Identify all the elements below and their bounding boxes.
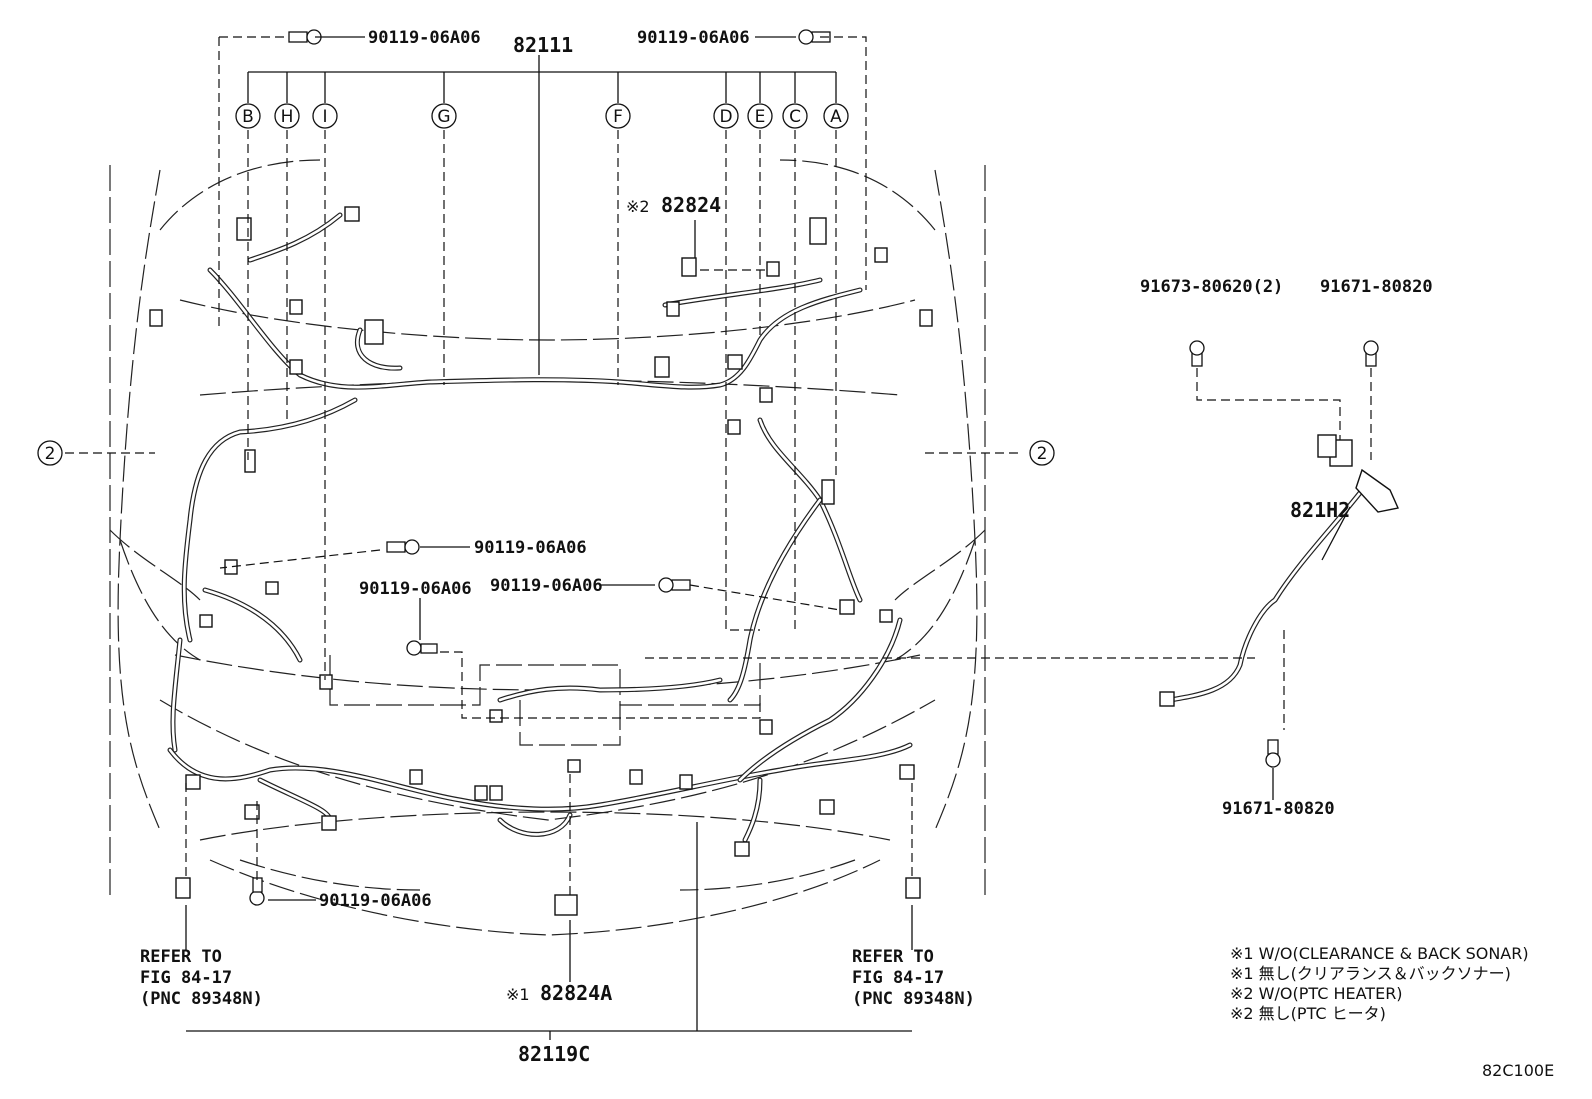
part-label-821h2: 821H2	[1290, 498, 1350, 522]
harness-821h2-side	[1159, 439, 1399, 707]
footnote-2-ja: ※2 無し(PTC ヒータ)	[1230, 1004, 1386, 1023]
svg-text:G: G	[437, 107, 450, 127]
sonar-mark: ※1	[506, 985, 530, 1004]
bolt-icon	[406, 640, 438, 656]
refer-right-line2: FIG 84-17	[852, 968, 944, 988]
callout-c: C	[782, 103, 808, 129]
ptc-mark: ※2	[626, 197, 650, 216]
clip-icon	[1363, 340, 1379, 367]
svg-text:E: E	[755, 107, 766, 127]
footnotes: ※1 W/O(CLEARANCE & BACK SONAR) ※1 無し(クリア…	[1230, 944, 1554, 1080]
svg-text:I: I	[322, 107, 327, 127]
bolt-icon	[288, 29, 322, 45]
part-label-82111: 82111	[513, 33, 573, 57]
part-label-bolt-bottom: 90119-06A06	[319, 891, 432, 911]
refer-right-line1: REFER TO	[852, 947, 934, 967]
refer-right-line3: (PNC 89348N)	[852, 989, 975, 1009]
callout-f: F	[605, 103, 631, 129]
part-labels: 82111 90119-06A06 90119-06A06 ※2 82824 9…	[140, 28, 1433, 1066]
part-label-bolt-mid-3: 90119-06A06	[490, 576, 603, 596]
part-label-clip-2: 91671-80820	[1320, 277, 1433, 297]
footnote-2: ※2 W/O(PTC HEATER)	[1230, 984, 1403, 1003]
vehicle-body-outline	[109, 159, 986, 936]
ref-marker-left: 2	[37, 440, 63, 466]
harness-connectors	[149, 206, 1337, 916]
clip-icon	[1189, 340, 1205, 367]
bolt-icon	[658, 577, 691, 593]
part-label-82824: 82824	[661, 193, 721, 217]
harness-82111-bundle	[181, 212, 863, 703]
clip-icon	[1265, 739, 1281, 768]
svg-text:F: F	[613, 107, 623, 127]
callout-h: H	[274, 103, 300, 129]
callout-circles: B H I G F D E C	[37, 103, 1055, 466]
footnote-1-ja: ※1 無し(クリアランス＆バックソナー)	[1230, 964, 1511, 983]
refer-left-line1: REFER TO	[140, 947, 222, 967]
part-label-bolt-mid-2: 90119-06A06	[359, 579, 472, 599]
refer-left-line3: (PNC 89348N)	[140, 989, 263, 1009]
svg-text:H: H	[281, 107, 294, 127]
callout-i: I	[312, 103, 338, 129]
callout-g: G	[431, 103, 457, 129]
part-label-bolt-top-right: 90119-06A06	[637, 28, 750, 48]
leader-lines	[65, 36, 1372, 1040]
part-label-82824a: 82824A	[540, 981, 612, 1005]
svg-text:2: 2	[45, 444, 56, 464]
figure-code: 82C100E	[1482, 1061, 1554, 1080]
harness-82119c-bundle	[167, 617, 913, 843]
part-label-clip-3: 91671-80820	[1222, 799, 1335, 819]
part-label-clip-1: 91673-80620(2)	[1140, 277, 1283, 297]
svg-text:2: 2	[1037, 444, 1048, 464]
svg-text:D: D	[719, 107, 732, 127]
part-label-bolt-mid-1: 90119-06A06	[474, 538, 587, 558]
callout-b: B	[235, 103, 261, 129]
part-label-82119c: 82119C	[518, 1042, 590, 1066]
svg-text:A: A	[830, 107, 842, 127]
callout-a: A	[823, 103, 849, 129]
bolt-icon	[249, 877, 265, 906]
svg-text:B: B	[242, 107, 254, 127]
bolt-icon	[386, 539, 420, 555]
svg-text:C: C	[789, 107, 801, 127]
footnote-1: ※1 W/O(CLEARANCE & BACK SONAR)	[1230, 944, 1529, 963]
part-label-bolt-top-left: 90119-06A06	[368, 28, 481, 48]
refer-left-line2: FIG 84-17	[140, 968, 232, 988]
ref-marker-right: 2	[1029, 440, 1055, 466]
callout-d: D	[713, 103, 739, 129]
callout-e: E	[747, 103, 773, 129]
